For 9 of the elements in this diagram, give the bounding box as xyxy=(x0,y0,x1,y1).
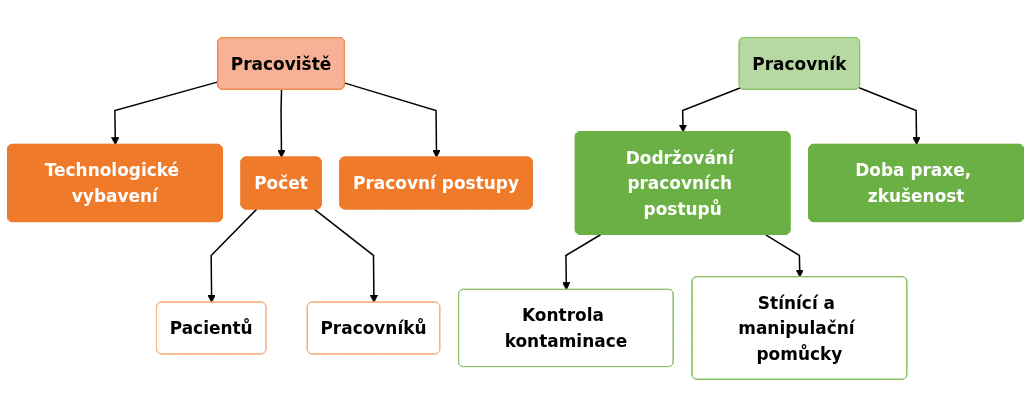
arrow xyxy=(111,80,219,145)
arrow xyxy=(207,208,258,303)
arrow xyxy=(344,82,441,158)
arrow xyxy=(765,233,804,278)
arrow xyxy=(562,233,602,290)
arrow xyxy=(313,208,379,303)
arrow xyxy=(858,86,921,145)
arrow xyxy=(678,86,742,133)
arrow xyxy=(277,88,286,158)
